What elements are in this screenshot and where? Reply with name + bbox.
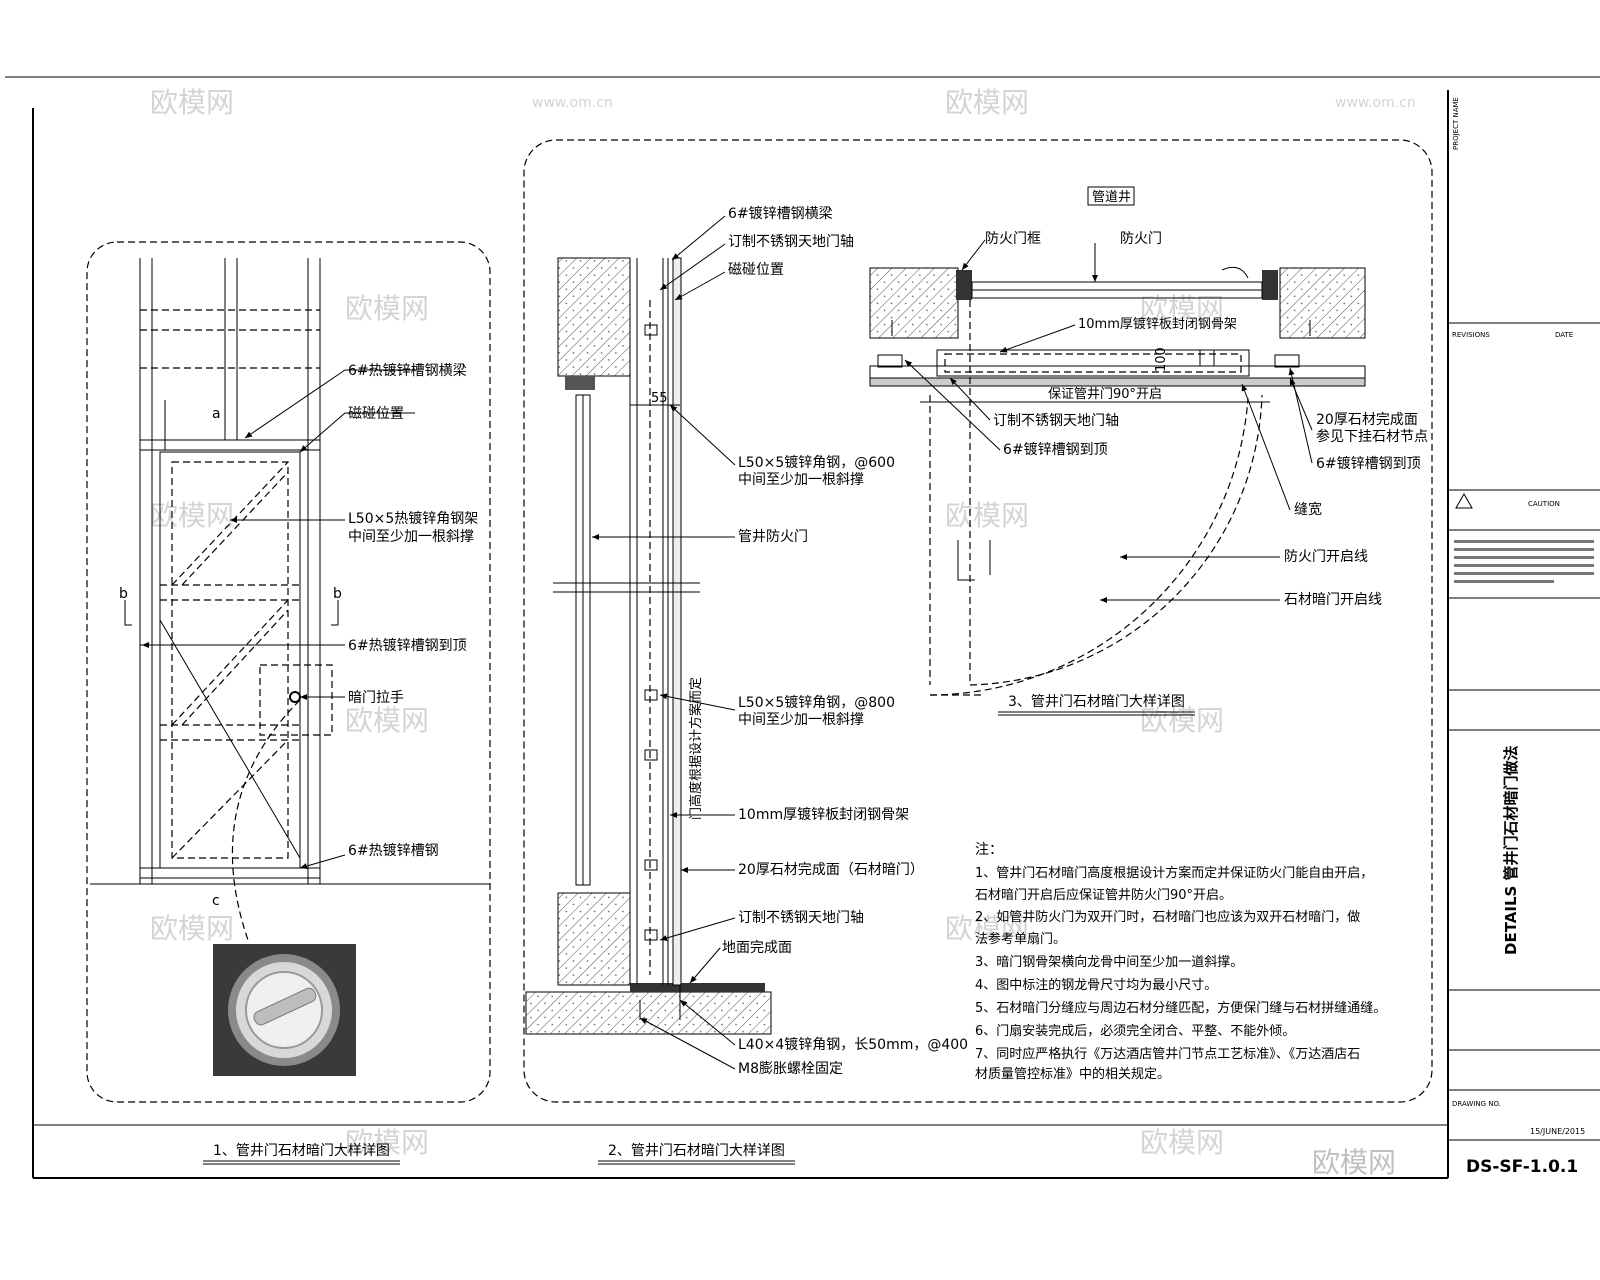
note-line: 6、门扇安装完成后，必须完全闭合、平整、不能外倾。 <box>975 1023 1295 1039</box>
tag-box <box>1087 186 1135 206</box>
handle-icon <box>289 691 301 703</box>
label-d3-plate: 10mm厚镀锌板封闭钢骨架 <box>1078 316 1237 332</box>
watermark-logo: 欧模网 <box>345 292 429 325</box>
label-frame-1: L50×5热镀锌角钢架 <box>348 510 478 527</box>
caution-icon <box>1455 492 1473 509</box>
label-d2-10: 地面完成面 <box>722 940 792 956</box>
watermark-logo: 欧模网 <box>945 86 1029 119</box>
dim-100: 100 <box>1154 347 1169 372</box>
drawing-1-frame <box>86 241 491 1103</box>
label-d2-4b: 中间至少加一根斜撑 <box>738 472 864 488</box>
watermark-logo: 欧模网 <box>345 1126 429 1159</box>
fire-door-swing <box>969 394 1263 686</box>
notes-heading: 注： <box>975 842 1003 858</box>
watermark-url: www.om.cn <box>532 95 613 111</box>
label-d2-6a: L50×5镀锌角钢，@800 <box>738 694 895 711</box>
watermark-logo: 欧模网 <box>945 499 1029 532</box>
drawing-3-plan: 管道井 100 保证管井门90°开启 <box>869 186 1366 696</box>
label-d3-gap: 缝宽 <box>1294 501 1322 518</box>
label-d2-1: 6#镀锌槽钢横梁 <box>728 205 833 222</box>
drawing-2-labels: 6#镀锌槽钢横梁 订制不锈钢天地门轴 磁碰位置 L50×5镀锌角钢，@600 中… <box>722 205 968 1077</box>
dim-b-left: b <box>119 586 128 602</box>
handle-photo <box>213 944 356 1076</box>
label-d2-2: 订制不锈钢天地门轴 <box>728 234 854 250</box>
tb-project-name: PROJECT NAME <box>1452 97 1460 150</box>
label-d3-door: 防火门 <box>1120 231 1162 247</box>
drawing-titles: 1、管井门石材暗门大样详图 2、管井门石材暗门大样详图 <box>203 1143 795 1165</box>
label-d2-7: 10mm厚镀锌板封闭钢骨架 <box>738 806 909 823</box>
handle-box <box>259 664 333 736</box>
tb-drawing-title: DETAILS 管井门石材暗门做法 <box>1502 745 1520 955</box>
stone-door-swing <box>929 397 1249 696</box>
drawing-1-labels: 6#热镀锌槽钢横梁 磁碰位置 L50×5热镀锌角钢架 中间至少加一根斜撑 6#热… <box>348 362 478 859</box>
label-magnet: 磁碰位置 <box>348 406 404 422</box>
note-line: 4、图中标注的钢龙骨尺寸均为最小尺寸。 <box>975 977 1217 993</box>
drawing-1-elevation: a c b b <box>86 241 491 1103</box>
label-d2-8: 20厚石材完成面（石材暗门） <box>738 862 924 878</box>
dim-a: a <box>212 406 221 422</box>
watermark-logo: 欧模网 <box>345 704 429 737</box>
watermark-brand-big: 欧模网 <box>1312 1146 1396 1179</box>
tag-label: 管道井 <box>1092 190 1131 205</box>
label-d3-fd-arc: 防火门开启线 <box>1284 549 1368 565</box>
tb-caution: CAUTION <box>1528 500 1560 508</box>
watermark-logo: 欧模网 <box>150 499 234 532</box>
label-d3-frame: 防火门框 <box>985 231 1041 247</box>
drawing-2-frame <box>523 139 1433 1103</box>
note-line: 1、管井门石材暗门高度根据设计方案而定并保证防火门能自由开启， <box>975 865 1373 881</box>
watermark-logo: 欧模网 <box>945 912 1029 945</box>
watermark-logo: 欧模网 <box>150 912 234 945</box>
label-handle: 暗门拉手 <box>348 690 404 706</box>
label-d3-stone-arc: 石材暗门开启线 <box>1284 592 1382 608</box>
title-block: PROJECT NAME REVISIONS DATE CAUTION DETA… <box>1312 97 1600 1179</box>
note-line: 3、暗门钢骨架横向龙骨中间至少加一道斜撑。 <box>975 954 1243 970</box>
drawing-2-section: 55 门高度根据设计方案而定 <box>523 139 1433 1103</box>
label-d2-11: L40×4镀锌角钢，长50mm，@400 <box>738 1036 968 1053</box>
tb-revisions: REVISIONS <box>1452 331 1490 339</box>
tb-drawing-no: DS-SF-1.0.1 <box>1466 1157 1578 1177</box>
vertical-note: 门高度根据设计方案而定 <box>688 677 704 820</box>
note-line: 7、同时应严格执行《万达酒店管井门节点工艺标准》、《万达酒店石 <box>975 1046 1360 1062</box>
tb-drawing-date: 15/JUNE/2015 <box>1530 1127 1585 1136</box>
note-line: 材质量管控标准》中的相关规定。 <box>975 1066 1170 1082</box>
note-line: 法参考单扇门。 <box>975 931 1066 947</box>
label-d2-3: 磁碰位置 <box>728 262 784 278</box>
dim-b-right: b <box>333 586 342 602</box>
notes: 注： 1、管井门石材暗门高度根据设计方案而定并保证防火门能自由开启， 石材暗门开… <box>975 842 1386 1082</box>
label-d3-ch-top: 6#镀锌槽钢到顶 <box>1003 441 1108 458</box>
tb-date: DATE <box>1555 331 1573 339</box>
tb-drawing-no-label: DRAWING NO. <box>1452 1100 1501 1108</box>
label-channel: 6#热镀锌槽钢 <box>348 842 439 859</box>
drawing-1-title: 1、管井门石材暗门大样详图 <box>213 1143 390 1159</box>
watermark-logo: 欧模网 <box>150 86 234 119</box>
label-d3-ch-right: 6#镀锌槽钢到顶 <box>1316 455 1421 472</box>
label-d2-5: 管井防火门 <box>738 529 808 545</box>
drawing-3-labels: 防火门框 防火门 10mm厚镀锌板封闭钢骨架 订制不锈钢天地门轴 6#镀锌槽钢到… <box>985 231 1428 716</box>
note-line: 石材暗门开启后应保证管井防火门90°开启。 <box>975 887 1232 903</box>
label-post: 6#热镀锌槽钢到顶 <box>348 637 467 654</box>
label-d3-stone-a: 20厚石材完成面 <box>1316 412 1418 428</box>
label-d3-stone-b: 参见下挂石材节点 <box>1316 428 1428 445</box>
label-beam: 6#热镀锌槽钢横梁 <box>348 362 467 379</box>
dim-55: 55 <box>651 391 668 406</box>
label-guarantee: 保证管井门90°开启 <box>1048 387 1162 402</box>
label-d3-pivot: 订制不锈钢天地门轴 <box>993 413 1119 429</box>
label-d2-9: 订制不锈钢天地门轴 <box>738 910 864 926</box>
watermark-logo: 欧模网 <box>1140 704 1224 737</box>
watermark-url: www.om.cn <box>1335 95 1416 111</box>
drawing-2-title: 2、管井门石材暗门大样详图 <box>608 1143 785 1159</box>
label-d2-12: M8膨胀螺栓固定 <box>738 1060 843 1077</box>
drawing-3-title: 3、管井门石材暗门大样详图 <box>1008 694 1185 710</box>
watermark-logo: 欧模网 <box>1140 1126 1224 1159</box>
label-d2-6b: 中间至少加一根斜撑 <box>738 712 864 728</box>
label-d2-4a: L50×5镀锌角钢，@600 <box>738 454 895 471</box>
dim-c: c <box>212 893 220 909</box>
note-line: 5、石材暗门分缝应与周边石材分缝匹配，方便保门缝与石材拼缝通缝。 <box>975 1000 1386 1016</box>
note-line: 2、如管井防火门为双开门时，石材暗门也应该为双开石材暗门，做 <box>975 909 1360 925</box>
label-frame-2: 中间至少加一根斜撑 <box>348 529 474 545</box>
tb-fineprint <box>1454 540 1594 583</box>
